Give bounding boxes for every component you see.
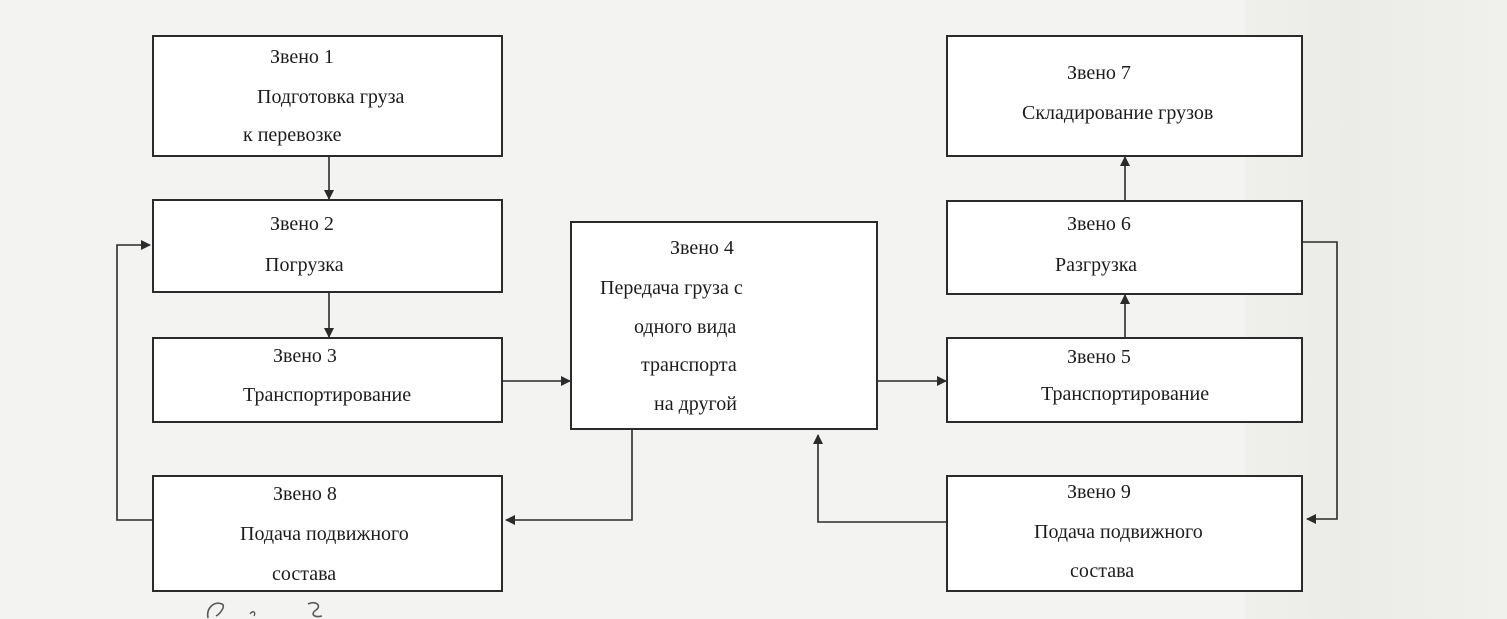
node-link-9-line-2: состава [1070, 560, 1135, 582]
node-link-2-line-1: Погрузка [265, 254, 344, 276]
node-link-7 [946, 35, 1303, 157]
node-link-7-title: Звено 7 [1067, 62, 1131, 84]
node-link-4-line-4: на другой [654, 393, 737, 415]
node-link-4-line-3: транспорта [641, 354, 737, 376]
node-link-4-line-1: Передача груза с [600, 277, 743, 299]
node-link-8-line-2: состава [272, 563, 337, 585]
node-link-3 [152, 337, 503, 423]
node-link-9-line-1: Подача подвижного [1034, 521, 1203, 543]
node-link-1 [152, 35, 503, 157]
node-link-8-title: Звено 8 [273, 483, 337, 505]
node-link-4-line-2: одного вида [634, 316, 737, 338]
handwritten-mark [206, 601, 323, 619]
edge-8-to-2 [116, 240, 152, 521]
node-link-4 [570, 221, 878, 430]
edge-4-to-8 [505, 430, 633, 525]
edge-9-to-4 [813, 434, 946, 523]
node-link-6-line-1: Разгрузка [1055, 254, 1138, 276]
edge-6-to-9 [1303, 241, 1338, 524]
node-link-1-line-2: к перевозке [243, 124, 342, 146]
node-link-3-title: Звено 3 [273, 345, 337, 367]
node-link-3-line-1: Транспортирование [243, 384, 412, 406]
node-link-6-title: Звено 6 [1067, 213, 1131, 235]
node-link-2 [152, 199, 503, 293]
node-link-8-line-1: Подача подвижного [240, 523, 409, 545]
node-link-4-title: Звено 4 [670, 237, 734, 259]
node-link-1-title: Звено 1 [270, 46, 334, 68]
node-link-5-title: Звено 5 [1067, 346, 1131, 368]
node-link-8 [152, 475, 503, 592]
node-link-7-line-1: Складирование грузов [1022, 102, 1214, 124]
node-link-5 [946, 337, 1303, 423]
node-link-9 [946, 475, 1303, 592]
node-link-2-title: Звено 2 [270, 213, 334, 235]
node-link-9-title: Звено 9 [1067, 481, 1131, 503]
node-link-5-line-1: Транспортирование [1041, 383, 1210, 405]
node-link-1-line-1: Подготовка груза [257, 86, 405, 108]
node-link-6 [946, 200, 1303, 295]
